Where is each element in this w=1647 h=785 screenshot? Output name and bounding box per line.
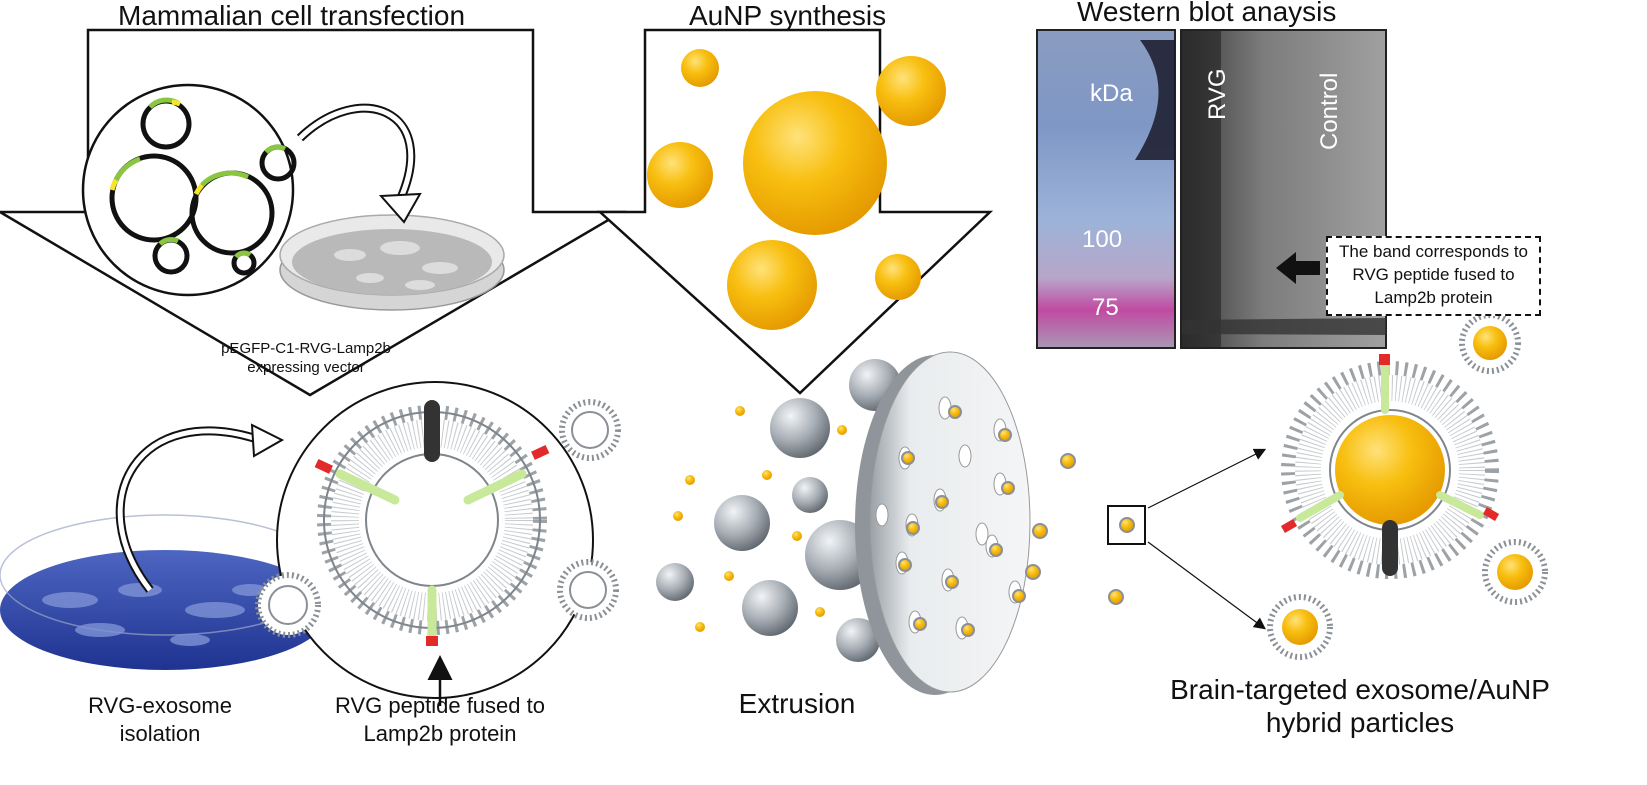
plasmid-zoom-circle [81,83,297,297]
zoom-box [1107,505,1146,545]
vector-label-line2: expressing vector [247,359,365,376]
blot-marker-100: 100 [1082,226,1123,253]
title-western: Western blot anaysis [1077,0,1337,27]
extrusion-membrane [855,351,1031,695]
callout-line1: The band corresponds to [1338,242,1528,261]
callout-line3: Lamp2b protein [1374,288,1493,307]
hybrid-small-particles [1267,312,1548,660]
small-gold-dots [673,406,847,632]
vector-label-line1: pEGFP-C1-RVG-Lamp2b [221,340,391,357]
caption-peptide-line2: Lamp2b protein [363,721,517,746]
caption-isolation-line2: isolation [119,721,201,746]
exosome-zoom-circle [276,381,594,706]
gold-nanoparticles [647,49,946,330]
title-transfection: Mammalian cell transfection [118,0,466,31]
band-arrow [1276,252,1320,284]
caption-hybrid-line1: Brain-targeted exosome/AuNP [1170,674,1550,705]
caption-peptide-line1: RVG peptide fused to [335,693,545,718]
blot-marker-75: 75 [1092,294,1119,321]
caption-extrusion: Extrusion [738,688,856,719]
blue-petri-dish [0,514,331,670]
grey-petri-dish [279,214,505,311]
caption-hybrid-line2: hybrid particles [1265,707,1455,738]
hybrid-large [1280,354,1500,579]
blot-lane-rvg: RVG [1204,68,1231,120]
band-callout: The band corresponds to RVG peptide fuse… [1326,236,1541,316]
extruded-particles [1025,453,1135,605]
blot-kda-label: kDa [1090,80,1133,107]
title-synthesis: AuNP synthesis [689,0,887,31]
blot-lane-control: Control [1316,72,1343,150]
small-exosomes [255,399,621,638]
caption-isolation-line1: RVG-exosome [88,693,232,718]
callout-line2: RVG peptide fused to [1352,265,1515,284]
